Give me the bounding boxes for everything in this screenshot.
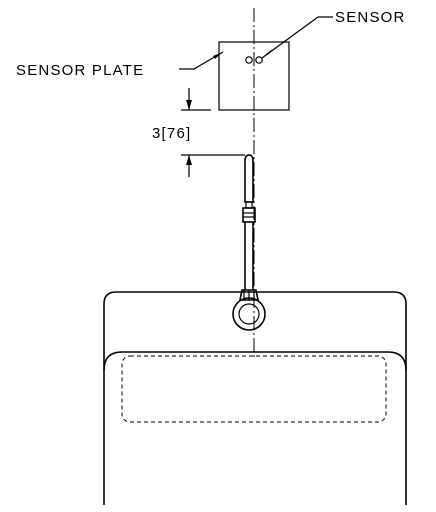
sensor-plate [218, 41, 290, 111]
urinal-basin-hidden-outline [121, 355, 387, 423]
sensor-plate-leader [179, 51, 224, 70]
dimension-lines [181, 88, 245, 177]
urinal-inlet [232, 297, 266, 331]
urinal-apron [103, 351, 407, 371]
sensor-label: SENSOR [335, 9, 406, 26]
sensor [245, 56, 263, 64]
sensor-plate-label: SENSOR PLATE [16, 62, 144, 79]
urinal-body [103, 291, 407, 505]
sensor-leader [261, 16, 333, 59]
flush-pipe [239, 154, 259, 301]
dimension-label: 3[76] [152, 125, 191, 142]
